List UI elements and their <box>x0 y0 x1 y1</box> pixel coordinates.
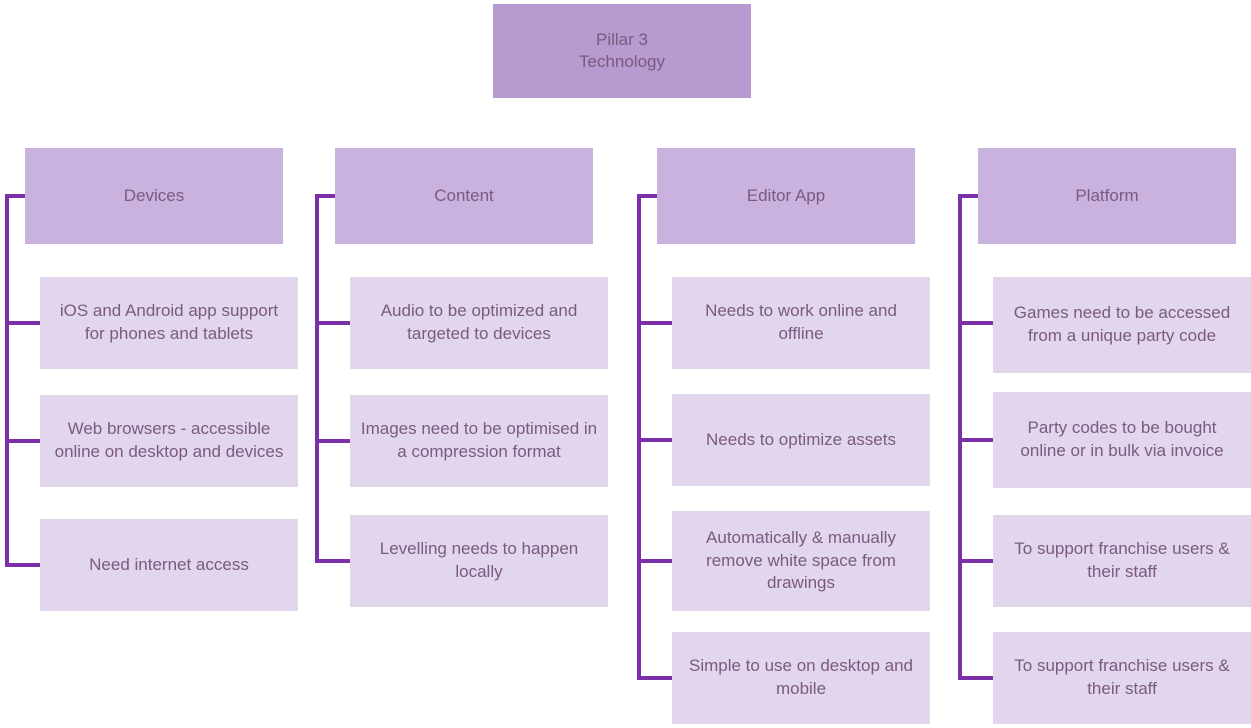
child-connector <box>958 676 995 680</box>
child-connector <box>637 676 674 680</box>
child-connector <box>958 438 995 442</box>
root-node-subtitle: Technology <box>578 52 665 71</box>
child-node[interactable]: Web browsers - accessible online on desk… <box>40 395 298 487</box>
child-node[interactable]: Need internet access <box>40 519 298 611</box>
child-node[interactable]: Party codes to be bought online or in bu… <box>993 392 1251 488</box>
child-connector <box>5 563 42 567</box>
child-node[interactable]: Audio to be optimized and targeted to de… <box>350 277 608 369</box>
child-connector <box>637 438 674 442</box>
child-connector <box>5 321 42 325</box>
child-node[interactable]: Games need to be accessed from a unique … <box>993 277 1251 373</box>
child-connector <box>315 439 352 443</box>
branch-header-platform[interactable]: Platform <box>978 148 1236 244</box>
child-node[interactable]: Needs to optimize assets <box>672 394 930 486</box>
child-connector <box>315 321 352 325</box>
root-node-pillar-3[interactable]: Pillar 3 Technology <box>493 4 751 98</box>
child-connector <box>637 559 674 563</box>
child-connector <box>315 559 352 563</box>
child-node[interactable]: Automatically & manually remove white sp… <box>672 511 930 611</box>
branch-trunk-line <box>5 196 9 567</box>
branch-header-content[interactable]: Content <box>335 148 593 244</box>
child-node[interactable]: To support franchise users & their staff <box>993 515 1251 607</box>
child-connector <box>958 559 995 563</box>
child-node[interactable]: Images need to be optimised in a compres… <box>350 395 608 487</box>
child-connector <box>958 321 995 325</box>
branch-content: Content Audio to be optimized and target… <box>313 0 613 728</box>
branch-trunk-line <box>315 196 319 563</box>
root-node-title: Pillar 3 <box>596 29 648 49</box>
branch-header-editor-app[interactable]: Editor App <box>657 148 915 244</box>
child-connector <box>5 439 42 443</box>
child-node[interactable]: iOS and Android app support for phones a… <box>40 277 298 369</box>
child-node[interactable]: To support franchise users & their staff <box>993 632 1251 724</box>
branch-editor-app: Editor App Needs to work online and offl… <box>635 0 935 728</box>
child-connector <box>637 321 674 325</box>
branch-header-devices[interactable]: Devices <box>25 148 283 244</box>
branch-platform: Platform Games need to be accessed from … <box>956 0 1251 728</box>
child-node[interactable]: Simple to use on desktop and mobile <box>672 632 930 724</box>
child-node[interactable]: Needs to work online and offline <box>672 277 930 369</box>
branch-devices: Devices iOS and Android app support for … <box>3 0 303 728</box>
child-node[interactable]: Levelling needs to happen locally <box>350 515 608 607</box>
